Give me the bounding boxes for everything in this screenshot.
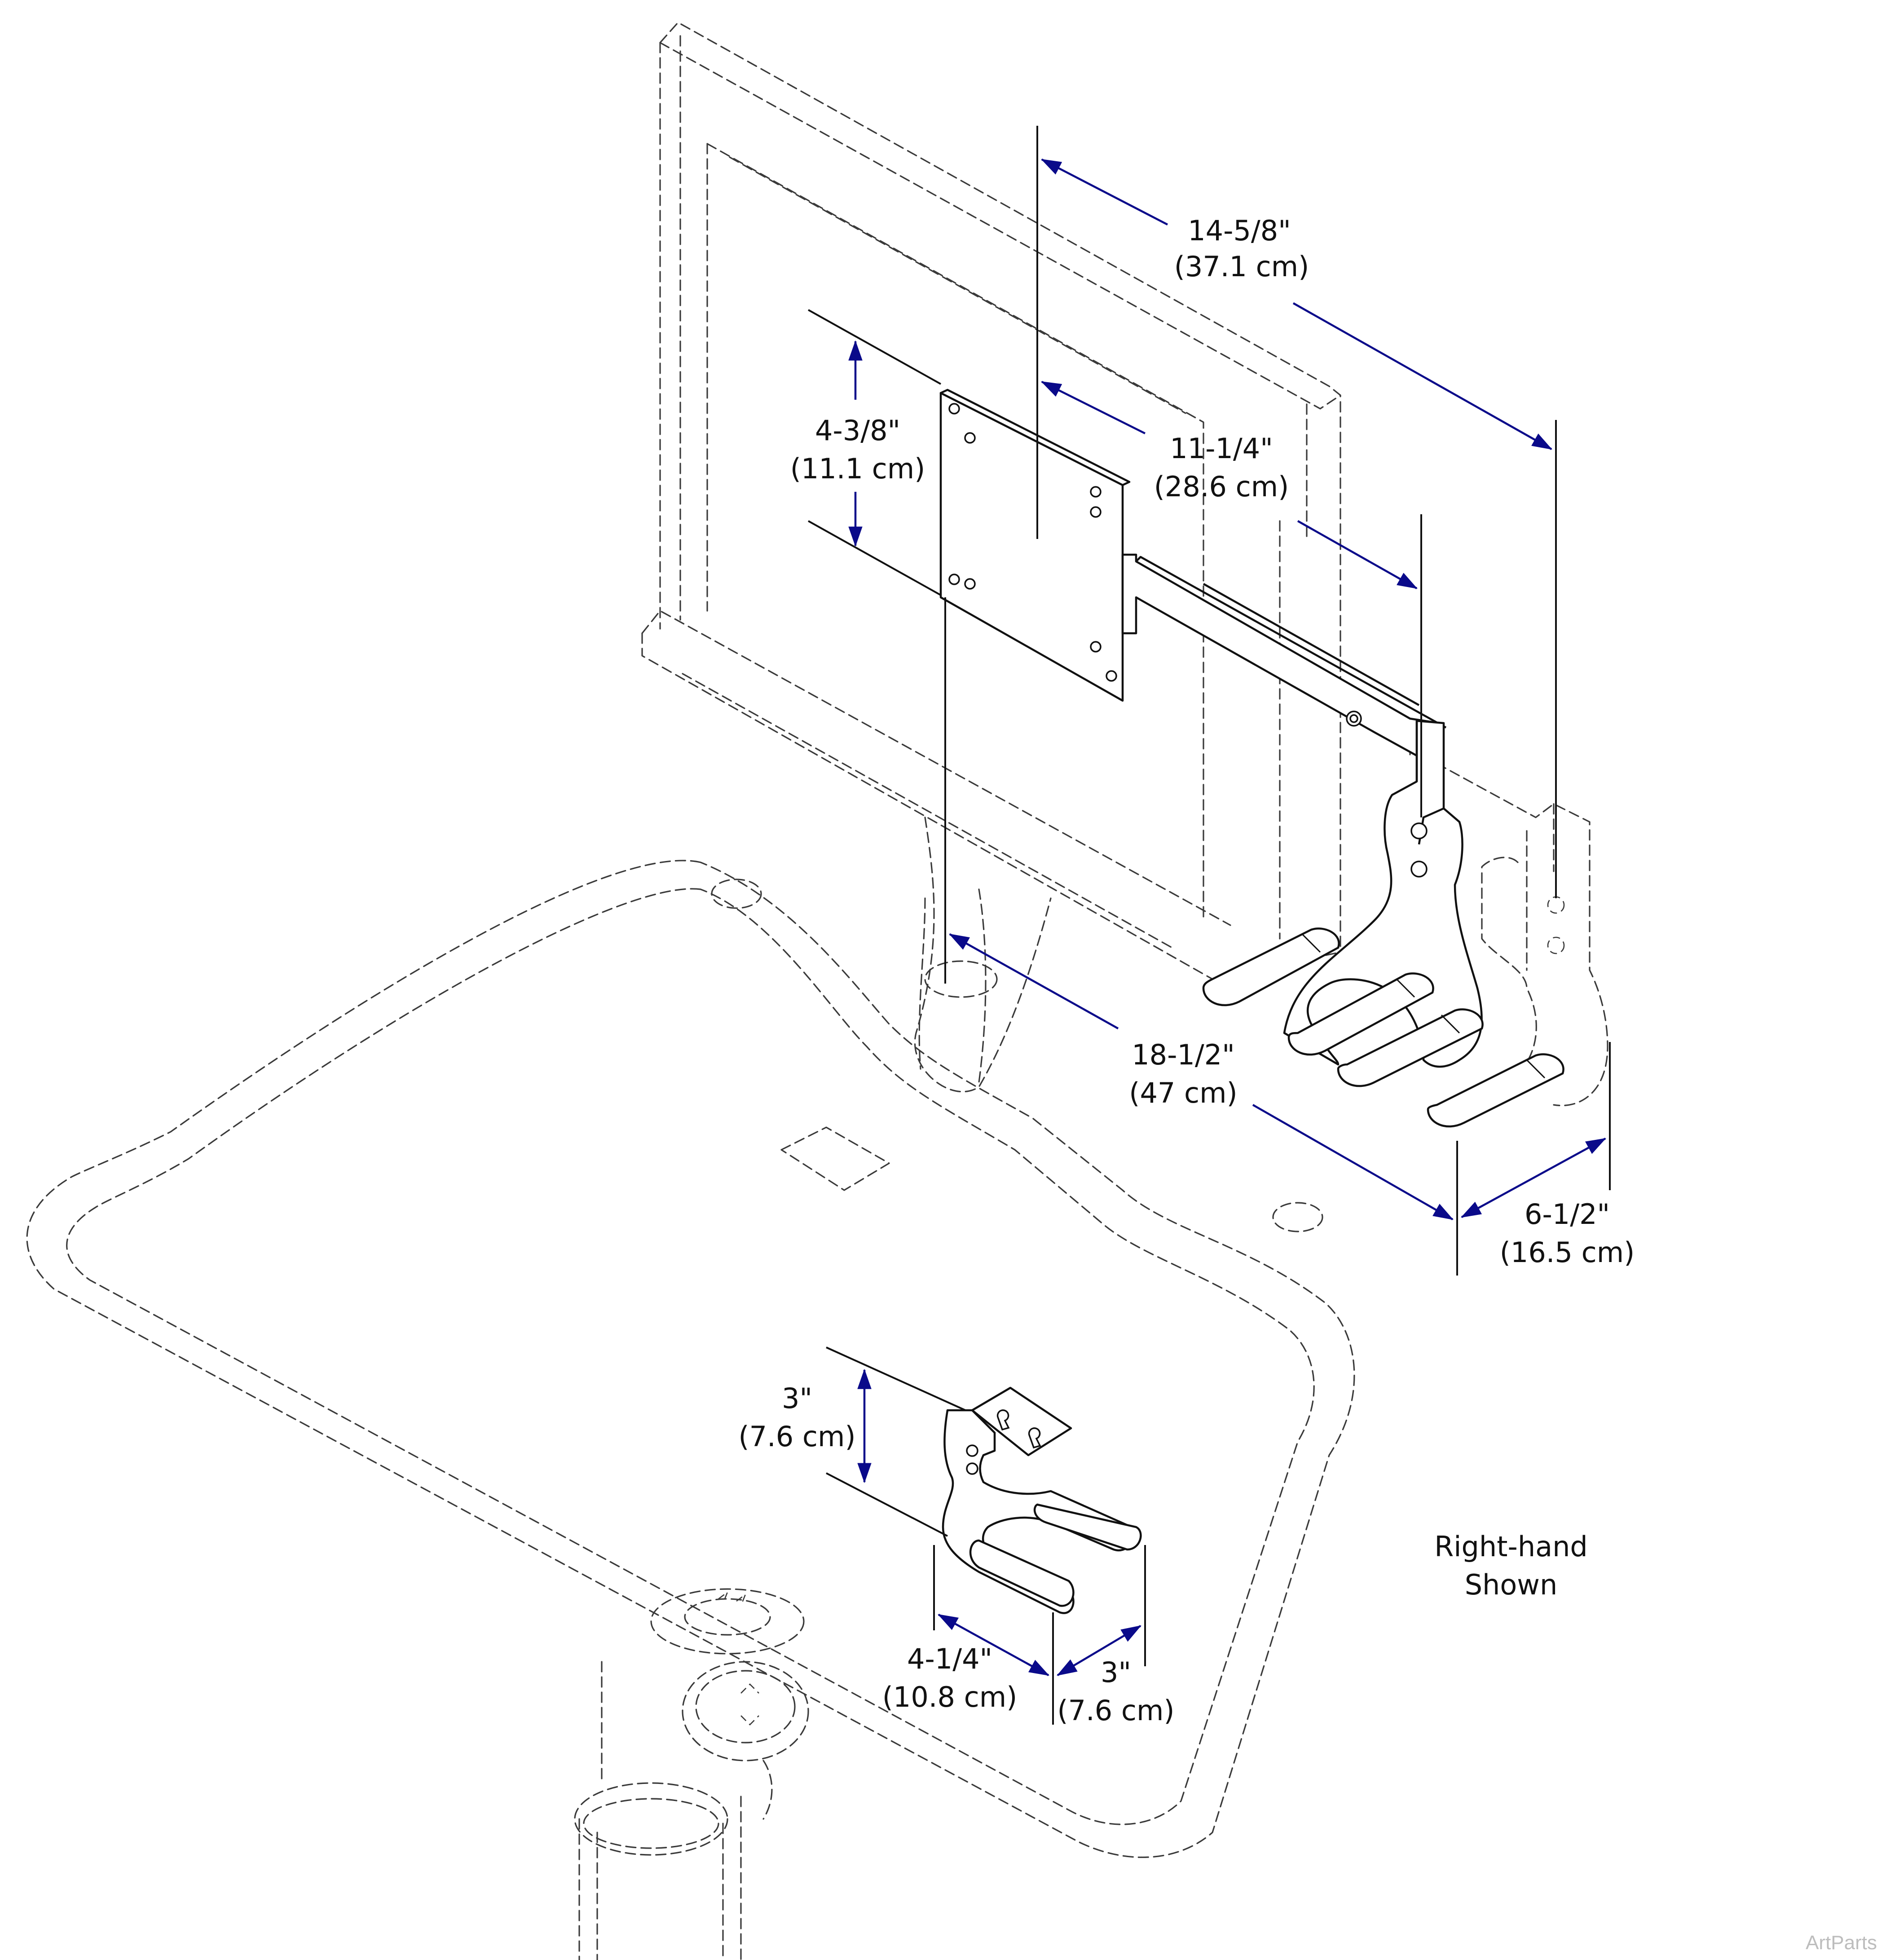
dim-label-small-depth-imperial: 4-1/4"	[907, 1642, 992, 1675]
dim-label-plate-height-imperial: 4-3/8"	[815, 414, 900, 447]
dim-arrow-holder-width	[1461, 1138, 1606, 1218]
keyhole	[996, 1409, 1010, 1431]
small-holder	[942, 1386, 1142, 1614]
dim-arrow-overall-width	[1292, 302, 1552, 450]
dim-arrow-arm-length	[1040, 380, 1146, 435]
dimension-labels: 14-5/8" (37.1 cm) 11-1/4" (28.6 cm) 4-3/…	[738, 214, 1635, 1727]
dim-label-small-width-metric: (7.6 cm)	[1057, 1694, 1174, 1727]
small-holder-pad	[1033, 1503, 1142, 1551]
dim-label-plate-height-metric: (11.1 cm)	[790, 452, 925, 485]
ghost-lower-pole	[574, 1588, 809, 1960]
dim-label-overall-depth-imperial: 18-1/2"	[1132, 1038, 1235, 1071]
dim-label-small-depth-metric: (10.8 cm)	[882, 1681, 1018, 1713]
dim-label-small-width-imperial: 3"	[1101, 1656, 1131, 1689]
ghost-cart	[26, 22, 1608, 1960]
arm-bar	[1121, 553, 1441, 769]
note-line-2: Shown	[1465, 1568, 1558, 1601]
plate-hole	[1090, 641, 1102, 653]
dim-label-arm-length-imperial: 11-1/4"	[1170, 432, 1273, 465]
dim-arrow-arm-length	[1297, 520, 1418, 589]
note-line-1: Right-hand	[1434, 1530, 1588, 1563]
plate-hole	[1090, 506, 1102, 518]
dim-label-overall-width-imperial: 14-5/8"	[1188, 214, 1291, 247]
holder-pad	[1202, 927, 1340, 1006]
dim-label-overall-width-metric: (37.1 cm)	[1174, 250, 1309, 283]
dimension-arrows	[848, 159, 1606, 1676]
dim-label-small-height-imperial: 3"	[782, 1382, 812, 1415]
plate-hole	[964, 432, 976, 444]
dim-label-holder-width-metric: (16.5 cm)	[1500, 1236, 1635, 1269]
dim-arrow-small-width	[1057, 1625, 1141, 1676]
keyhole	[1028, 1427, 1041, 1449]
holder-pad	[1427, 1053, 1564, 1128]
dim-label-small-height-metric: (7.6 cm)	[738, 1420, 855, 1453]
extension-lines	[808, 126, 1611, 1725]
small-holder-pad	[969, 1539, 1075, 1607]
dim-arrow-overall-depth	[1252, 1104, 1454, 1220]
plate-hole	[948, 403, 960, 415]
dim-arrow-overall-depth	[949, 933, 1119, 1029]
bracket-hole-bottom	[1410, 861, 1428, 878]
bracket-hole-top	[1410, 822, 1428, 839]
dim-label-arm-length-metric: (28.6 cm)	[1154, 470, 1289, 503]
holder-pad	[1287, 972, 1434, 1056]
bracket	[1283, 720, 1483, 1068]
dim-arrow-overall-width	[1041, 159, 1168, 225]
dim-label-holder-width-imperial: 6-1/2"	[1525, 1198, 1610, 1231]
plate-hole	[964, 578, 976, 590]
vesa-plate-edge	[939, 388, 1131, 486]
dim-arrow-small-depth	[938, 1614, 1049, 1676]
plate-hole	[1090, 486, 1102, 498]
ghost-tray	[26, 860, 1355, 1858]
watermark: ArtParts	[1806, 1932, 1877, 1954]
small-holder-top-plate	[971, 1386, 1072, 1457]
plate-hole	[1106, 670, 1117, 682]
plate-hole	[948, 574, 960, 585]
dim-label-overall-depth-metric: (47 cm)	[1129, 1077, 1237, 1109]
ghost-post	[914, 817, 1052, 1093]
holder-pad	[1337, 1008, 1484, 1087]
mount-arm-assembly	[939, 388, 1564, 1128]
